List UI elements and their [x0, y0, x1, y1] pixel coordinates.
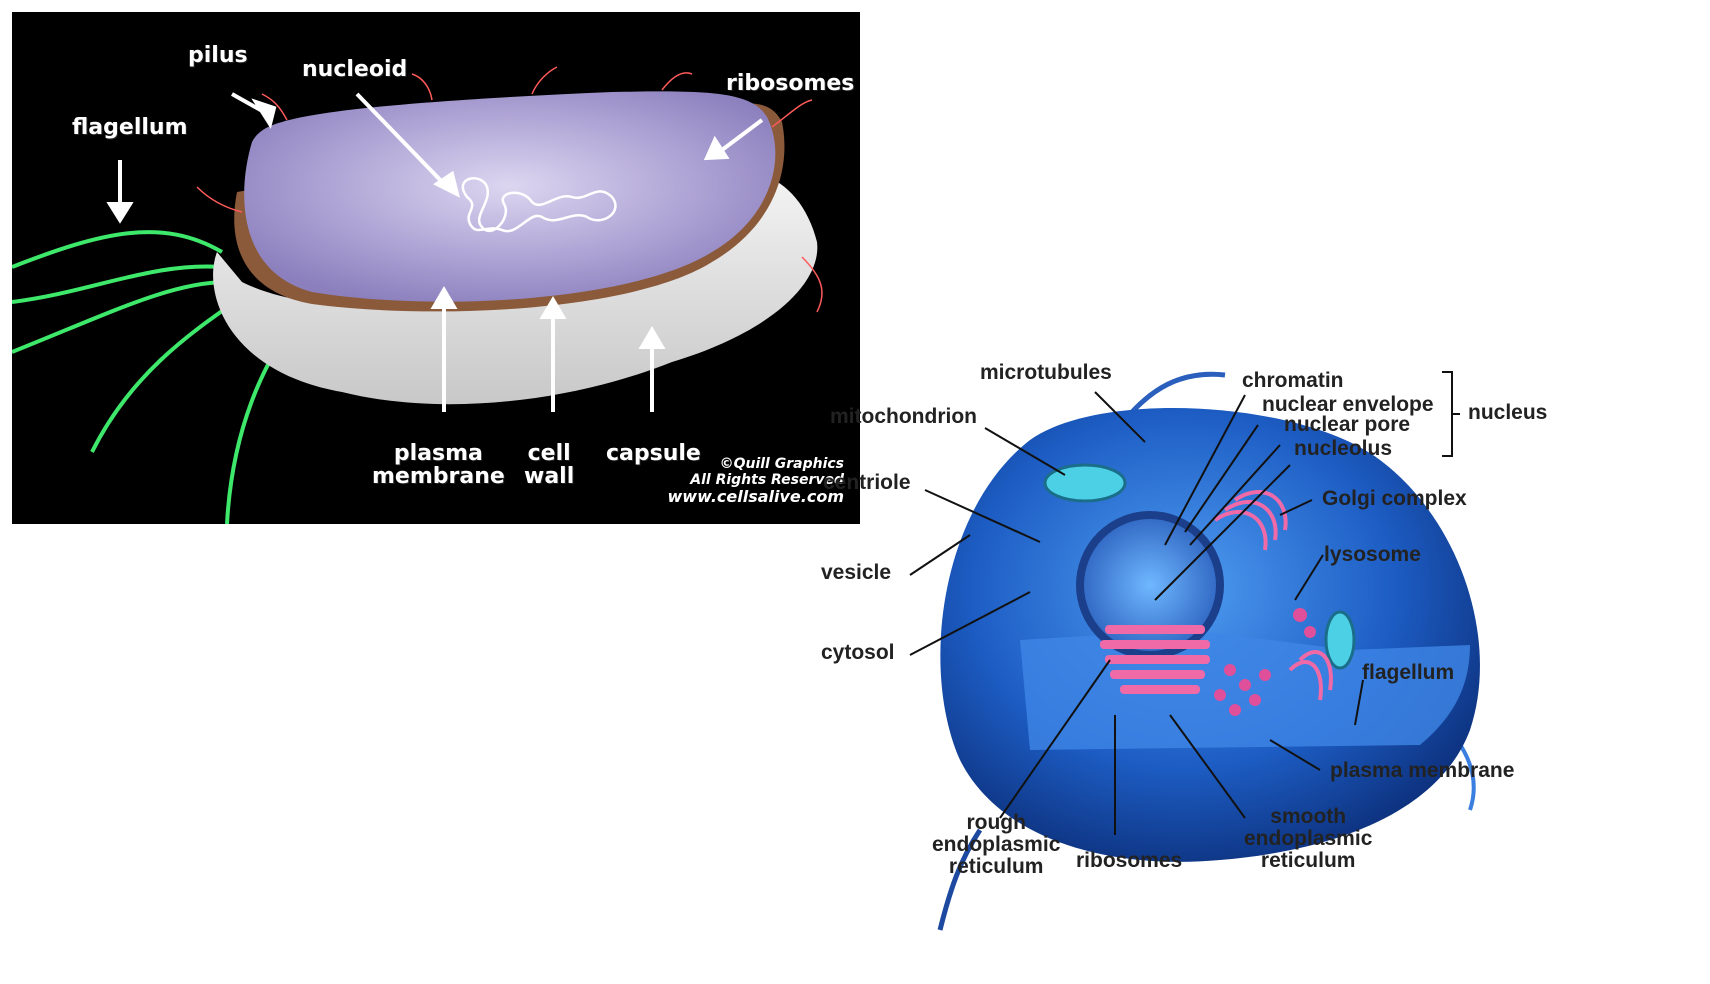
label-microtubules: microtubules — [980, 361, 1112, 384]
label-ribosomes: ribosomes — [726, 71, 855, 96]
label-rough-er: rough endoplasmic reticulum — [932, 811, 1061, 879]
label-capsule: capsule — [606, 441, 701, 466]
pili — [196, 66, 823, 313]
label-ribosomes: ribosomes — [1076, 849, 1183, 872]
rough-er-membranes — [1100, 625, 1210, 694]
label-smooth-er: smooth endoplasmic reticulum — [1244, 805, 1373, 873]
nucleus-bracket — [1442, 371, 1460, 457]
label-mitochondrion: mitochondrion — [830, 405, 977, 428]
label-cytosol: cytosol — [821, 641, 895, 664]
prokaryote-illustration — [12, 66, 823, 524]
label-plasma-membrane: plasma membrane — [372, 441, 505, 490]
label-flagellum: flagellum — [72, 115, 188, 140]
leader-lines — [909, 391, 1364, 835]
label-nucleoid: nucleoid — [302, 57, 408, 82]
label-nucleolus: nucleolus — [1294, 437, 1393, 460]
label-centriole: centriole — [823, 471, 911, 494]
label-lysosome: lysosome — [1324, 543, 1421, 566]
label-cell-wall: cell wall — [524, 441, 575, 490]
credit-line: www.cellsalive.com — [667, 487, 845, 507]
label-nucleus: nucleus — [1468, 401, 1548, 424]
mitochondrion-organelle — [1324, 610, 1356, 670]
label-golgi-complex: Golgi complex — [1322, 487, 1467, 510]
golgi-stacks — [1213, 489, 1333, 701]
nucleoid-dna — [461, 177, 617, 233]
label-vesicle: vesicle — [821, 561, 892, 584]
label-nuclear-envelope: nuclear envelope — [1262, 393, 1434, 416]
credit-line: All Rights Reserved — [690, 472, 844, 489]
eukaryotic-cell-diagram: microtubules mitochondrion centriole ves… — [821, 361, 1710, 984]
prokaryotic-cell-diagram: pilus nucleoid ribosomes flagellum plasm… — [12, 12, 860, 524]
copyright-credit: ©Quill Graphics All Rights Reserved www.… — [668, 456, 845, 507]
label-plasma-membrane: plasma membrane — [1330, 759, 1515, 782]
flagellum-strand — [937, 828, 983, 931]
label-nuclear-pore: nuclear pore — [1284, 413, 1411, 436]
smooth-er-vesicles — [1214, 608, 1316, 716]
label-arrows — [106, 92, 764, 412]
cell-body — [244, 91, 776, 302]
credit-line: ©Quill Graphics — [719, 456, 844, 472]
label-pilus: pilus — [188, 43, 248, 68]
eukaryote-illustration — [909, 371, 1480, 931]
capsule-layer — [213, 172, 818, 405]
label-chromatin: chromatin — [1242, 369, 1344, 392]
label-flagellum: flagellum — [1362, 661, 1455, 684]
